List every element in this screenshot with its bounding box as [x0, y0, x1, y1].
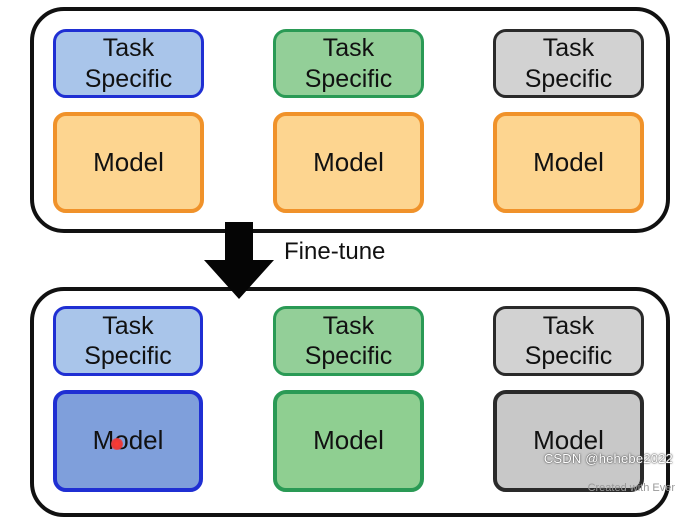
- task-label-line1: Task: [322, 34, 375, 62]
- watermark-secondary: Created with Ever: [587, 482, 675, 494]
- model-box-1-top: Model: [53, 112, 204, 213]
- model-label: Model: [533, 425, 604, 456]
- task-label-line2: Specific: [84, 64, 173, 93]
- task-label-line2: Specific: [304, 64, 393, 93]
- task-label-line1: Task: [102, 34, 155, 62]
- task-label-line2: Specific: [524, 342, 613, 370]
- task-label-line2: Specific: [84, 342, 172, 370]
- model-label: Model: [92, 425, 164, 456]
- model-label: Model: [313, 146, 384, 177]
- model-box-1-bottom: Model: [53, 390, 203, 492]
- model-box-2-bottom: Model: [273, 390, 424, 492]
- down-arrow-icon: [204, 222, 274, 299]
- model-label: Model: [533, 146, 604, 177]
- task-label-line1: Task: [542, 311, 595, 340]
- model-box-3-bottom: Model: [493, 390, 644, 492]
- model-label: Model: [93, 146, 164, 177]
- task-label-line1: Task: [322, 311, 375, 340]
- task-label-line2: Specific: [304, 342, 393, 370]
- model-label: Model: [313, 425, 384, 456]
- watermark: CSDN @hehebe2022: [543, 451, 673, 466]
- fine-tune-label: Fine-tune: [284, 238, 386, 265]
- task-label-line2: Specific: [524, 64, 613, 93]
- cursor-dot-icon: [111, 438, 123, 450]
- task-label-line1: Task: [102, 311, 154, 340]
- model-box-2-top: Model: [273, 112, 424, 213]
- task-label-line1: Task: [542, 34, 595, 62]
- model-box-3-top: Model: [493, 112, 644, 213]
